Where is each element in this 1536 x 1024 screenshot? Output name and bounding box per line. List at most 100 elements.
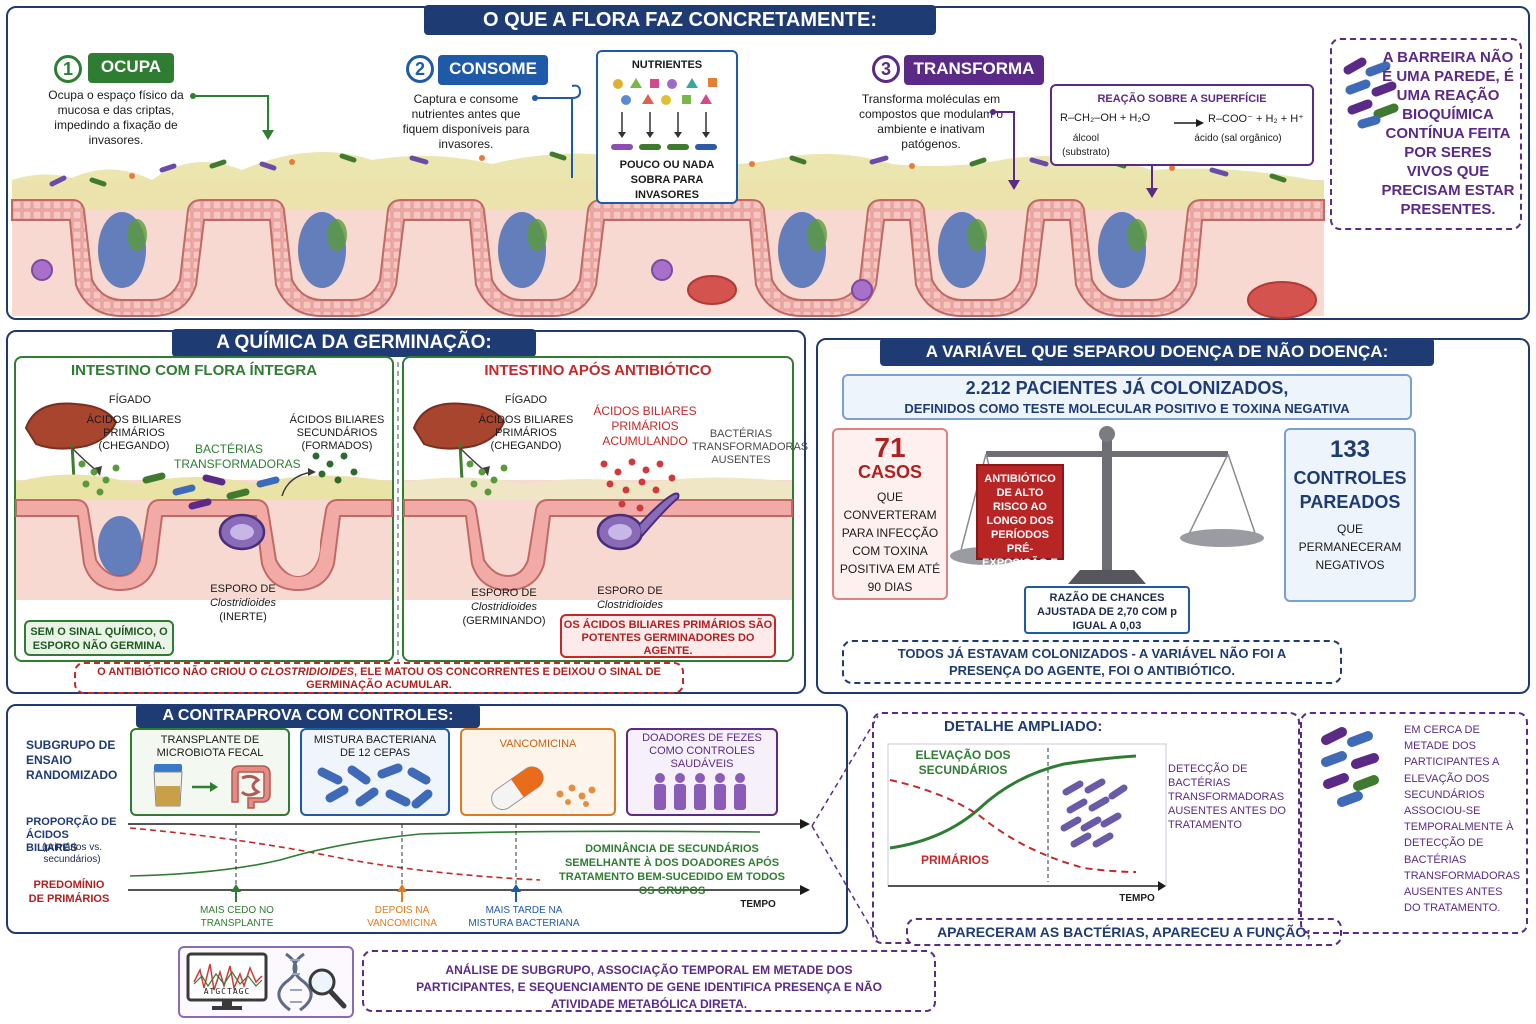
zoom-conclusion-text: APARECERAM AS BACTÉRIAS, APARECEU A FUNÇ…: [937, 924, 1311, 940]
zoom-chart: [887, 743, 1167, 891]
nutrients-title: NUTRIENTES: [631, 59, 703, 71]
treatment-card-mix: MISTURA BACTERIANA DE 12 CEPAS: [300, 728, 450, 816]
predominance-label: PREDOMÍNIO DE PRIMÁRIOS: [28, 879, 110, 905]
right-spore2-label: ESPORO DE Clostridioides: [582, 584, 678, 612]
controls-title: A CONTRAPROVA COM CONTROLES:: [136, 704, 480, 728]
cases-card: [832, 428, 948, 600]
left-note: SEM O SINAL QUÍMICO, O ESPORO NÃO GERMIN…: [24, 620, 174, 656]
treatment-fmt-label: TRANSPLANTE DE MICROBIOTA FECAL: [156, 734, 264, 759]
step1-number: 1: [54, 55, 82, 83]
reaction-rhs: R–COO⁻ + H₂ + H⁺: [1208, 113, 1304, 125]
right-spore2-word: ESPORO DE: [597, 585, 663, 597]
zoom-time-label: TEMPO: [1119, 893, 1155, 904]
right-spore1-name: Clostridioides: [470, 601, 538, 613]
step1-arrow: [190, 93, 274, 140]
right-spore1-label: ESPORO DE Clostridioides (GERMINANDO): [446, 586, 562, 628]
step1-text: Ocupa o espaço físico da mucosa e das cr…: [48, 88, 184, 147]
controls-label: CONTROLES PAREADOS: [1293, 468, 1407, 512]
antibiotic-note-b: CLOSTRIDIOIDES: [260, 666, 355, 678]
right-primary-label: ÁCIDOS BILIARES PRIMÁRIOS (chegando): [478, 414, 574, 452]
step3-tag: TRANSFORMA: [904, 55, 1044, 85]
zoom-detection-text: DETECÇÃO DE BACTÉRIAS TRANSFORMADORAS AU…: [1168, 763, 1286, 831]
left-intestine-illustration: [15, 402, 393, 600]
conclusion-text: TODOS JÁ ESTAVAM COLONIZADOS - A VARIÁVE…: [897, 646, 1287, 678]
bacteria-mix-icon: [317, 763, 433, 809]
patients-box: [842, 374, 1412, 420]
left-spore-name: Clostridioides: [209, 597, 277, 609]
cases-label: CASOS: [857, 462, 922, 482]
capsule-icon: [491, 766, 596, 811]
right-liver-label: FÍGADO: [504, 394, 548, 406]
intestine-icon: [231, 765, 271, 809]
barrier-note-text: A BARREIRA NÃO É UMA PAREDE, É UMA REAÇÃ…: [1381, 49, 1515, 218]
marker-transplant: MAIS CEDO NO TRANSPLANTE: [200, 905, 274, 929]
controls-card: [1284, 428, 1416, 602]
cases-text: QUE CONVERTERAM PARA INFECÇÃO COM TOXINA…: [839, 490, 941, 594]
germination-title: A QUÍMICA DA GERMINAÇÃO:: [172, 329, 536, 357]
flora-title: O QUE A FLORA FAZ CONCRETAMENTE:: [424, 5, 936, 35]
antibiotic-note-box: [74, 662, 684, 694]
left-heading: INTESTINO COM FLORA ÍNTEGRA: [70, 362, 318, 379]
sequence-text: ATGCTAGC: [203, 987, 251, 996]
left-secondary-label: ÁCIDOS BILIARES SECUNDÁRIOS (formados): [289, 414, 385, 452]
step2-connector: [532, 84, 582, 178]
variable-title: A VARIÁVEL QUE SEPAROU DOENÇA DE NÃO DOE…: [880, 338, 1434, 366]
left-spore-state: (INERTE): [219, 611, 267, 623]
patients-count: 2.212 PACIENTES JÁ COLONIZADOS,: [965, 378, 1289, 398]
antibiotic-note-c: , ELE MATOU OS CONCORRENTES E DEIXOU O S…: [306, 666, 661, 691]
right-heading: INTESTINO APÓS ANTIBIÓTICO: [484, 362, 712, 379]
timeline-chart: [128, 819, 810, 902]
conclusion-box: [842, 640, 1342, 684]
half-participants-box: [1300, 712, 1528, 934]
zoom-secondary-label: ELEVAÇÃO DOS SECUNDÁRIOS: [915, 748, 1011, 777]
bacteria-cluster-icon-2: [1321, 727, 1379, 807]
proportion-sublabel: (primários vs. secundários): [41, 842, 102, 865]
antibiotic-note-a: O ANTIBIÓTICO NÃO CRIOU O: [97, 666, 261, 678]
people-group-icon: [654, 773, 746, 810]
antibiotic-risk-box: ANTIBIÓTICO DE ALTO RISCO AO LONGO DOS P…: [976, 464, 1064, 583]
step3-arrow: [990, 109, 1020, 190]
monitor-icon: [186, 952, 268, 1010]
marker-vancomycin: DEPOIS NA VANCOMICINA: [367, 905, 437, 929]
zoom-detail-title: DETALHE AMPLIADO:: [944, 718, 1103, 735]
barrier-note-box: [1330, 38, 1522, 230]
patients-definition: DEFINIDOS COMO TESTE MOLECULAR POSITIVO …: [904, 401, 1350, 416]
reaction-arrow-icon: [1174, 119, 1204, 127]
left-liver-label: FÍGADO: [108, 394, 152, 406]
right-note: OS ÁCIDOS BILIARES PRIMÁRIOS SÃO POTENTE…: [560, 614, 776, 658]
reaction-lhs-label: álcool (substrato): [1062, 133, 1110, 158]
step2-tag: CONSOME: [438, 55, 548, 85]
half-participants-text: EM CERCA DE METADE DOS PARTICIPANTES A E…: [1404, 724, 1521, 915]
cases-number: 71: [874, 432, 906, 463]
reaction-lhs: R–CH₂–OH + H₂O: [1060, 112, 1151, 124]
left-primary-label: ÁCIDOS BILIARES PRIMÁRIOS (chegando): [86, 414, 182, 452]
reaction-down-arrow: [1146, 166, 1158, 198]
reaction-box: REAÇÃO SOBRE A SUPERFÍCIE R–CH₂–OH + H₂O…: [1050, 84, 1314, 166]
right-absent-label: BACTÉRIAS TRANSFORMADORAS AUSENTES: [692, 428, 809, 466]
right-spore1-state: (GERMINANDO): [462, 615, 546, 627]
treatment-card-donors: DOADORES DE FEZES COMO CONTROLES SAUDÁVE…: [626, 728, 778, 816]
step1-tag: OCUPA: [88, 53, 174, 83]
dna-magnifier-icon: [277, 952, 347, 1012]
transfer-arrow-icon: [192, 782, 218, 792]
fecal-jar-icon: [153, 764, 183, 807]
proportion-label: PROPORÇÃO DE ÁCIDOS BILIARES: [26, 816, 117, 854]
right-spore1-word: ESPORO DE: [471, 587, 537, 599]
treatment-donors-label: DOADORES DE FEZES COMO CONTROLES SAUDÁVE…: [642, 732, 762, 770]
nutrients-box: NUTRIENTES POUCO OU NADA SOBRA PARA INVA…: [596, 50, 738, 204]
footer-note-box: [362, 950, 936, 1012]
right-intestine-illustration: [403, 402, 793, 600]
footer-note-text: ANÁLISE DE SUBGRUPO, ASSOCIAÇÃO TEMPORAL…: [416, 963, 882, 1011]
treatment-card-fmt: TRANSPLANTE DE MICROBIOTA FECAL: [130, 728, 290, 816]
step2-text: Captura e consome nutrientes antes que f…: [402, 92, 530, 151]
treatment-vanco-label: VANCOMICINA: [499, 738, 577, 750]
zoom-primary-label: PRIMÁRIOS: [920, 853, 989, 867]
nutrients-result: POUCO OU NADA SOBRA PARA INVASORES: [619, 159, 715, 201]
left-spore-word: ESPORO DE: [210, 583, 276, 595]
reaction-title: REAÇÃO SOBRE A SUPERFÍCIE: [1097, 93, 1267, 105]
bacteria-cluster-icon: [1343, 57, 1399, 129]
section2-divider: [397, 362, 399, 662]
antibiotic-note-text: O ANTIBIÓTICO NÃO CRIOU O CLOSTRIDIOIDES…: [80, 666, 678, 692]
left-bacteria-label: BACTÉRIAS TRANSFORMADORAS: [174, 442, 301, 471]
zoom-connector: [811, 715, 879, 941]
